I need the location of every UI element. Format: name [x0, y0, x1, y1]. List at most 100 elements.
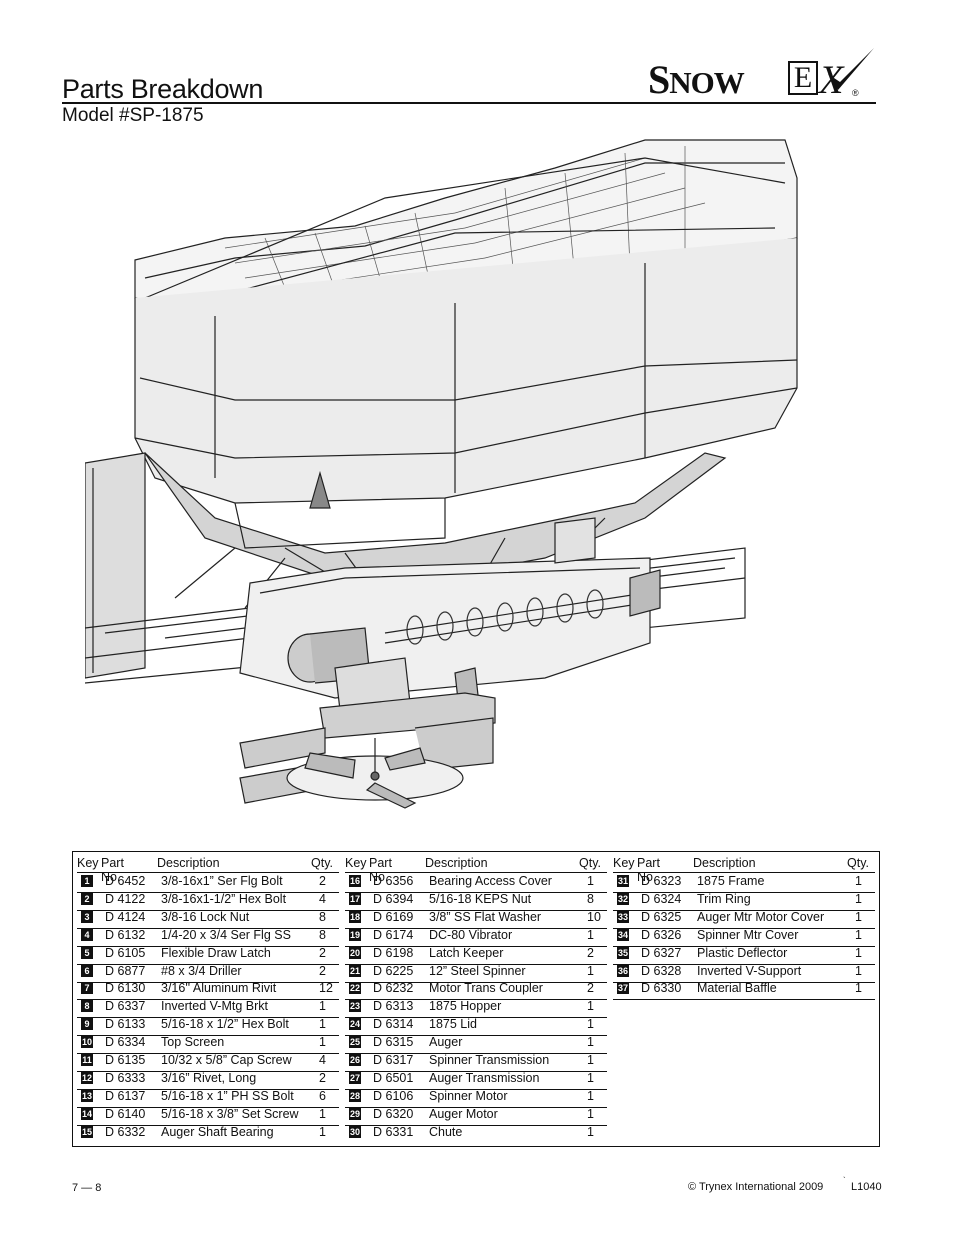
cell-desc: Bearing Access Cover: [429, 874, 552, 888]
row-divider: [613, 909, 875, 911]
cell-desc: Top Screen: [161, 1035, 225, 1050]
cell-desc: Latch Keeper: [429, 945, 504, 960]
row-divider: [613, 945, 875, 947]
cell-part: D 6317: [373, 1053, 414, 1067]
document-code: L1040: [851, 1181, 882, 1193]
row-divider: [77, 945, 339, 947]
cell-part: D 6169: [373, 909, 414, 924]
cell-part: D 6132: [105, 927, 146, 942]
key-badge: 35: [617, 946, 629, 959]
cell-part: D 6328: [641, 963, 682, 978]
cell-desc: Spinner Transmission: [429, 1053, 550, 1067]
logo-wordmark: SNOW: [648, 57, 745, 102]
cell-qty: 1: [855, 945, 862, 960]
key-badge: 34: [617, 928, 629, 941]
header-desc: Description: [157, 856, 220, 870]
cell-desc: Inverted V-Support: [697, 963, 802, 978]
cell-qty: 2: [319, 874, 326, 888]
checkmark-icon: [828, 48, 874, 90]
row-divider: [345, 981, 607, 983]
key-badge: 30: [349, 1125, 361, 1138]
row-divider: [77, 1035, 339, 1037]
key-badge: 37: [617, 982, 629, 995]
key-badge: 8: [81, 1000, 93, 1013]
cell-desc: Spinner Mtr Cover: [697, 927, 799, 942]
cell-desc: 3/8” SS Flat Washer: [429, 909, 542, 924]
row-divider: [345, 1088, 607, 1090]
cell-part: D 6327: [641, 945, 682, 960]
cell-part: D 6198: [373, 945, 414, 960]
key-badge: 12: [81, 1071, 93, 1084]
key-badge: 4: [81, 928, 93, 941]
cell-desc: Auger: [429, 1035, 463, 1050]
cell-part: D 4122: [105, 891, 146, 906]
cell-qty: 1: [855, 963, 862, 978]
cell-desc: Trim Ring: [697, 891, 751, 906]
cell-qty: 1: [587, 999, 594, 1014]
cell-qty: 1: [855, 981, 862, 996]
cell-desc: 1875 Frame: [697, 874, 765, 888]
key-badge: 14: [81, 1107, 93, 1120]
key-badge: 7: [81, 982, 93, 995]
row-divider: [345, 1124, 607, 1126]
cell-part: D 6133: [105, 1017, 146, 1032]
row-divider: [345, 1035, 607, 1037]
cell-qty: 1: [587, 963, 594, 978]
cell-qty: 1: [587, 1017, 594, 1032]
cell-qty: 1: [855, 909, 862, 924]
cell-desc: DC-80 Vibrator: [429, 927, 513, 942]
cell-qty: 8: [587, 891, 594, 906]
cell-qty: 1: [587, 1124, 594, 1139]
row-divider: [613, 981, 875, 983]
key-badge: 1: [81, 875, 93, 887]
cell-desc: 10/32 x 5/8” Cap Screw: [161, 1053, 292, 1067]
row-divider: [77, 999, 339, 1001]
cell-qty: 1: [587, 927, 594, 942]
cell-qty: 8: [319, 927, 326, 942]
cell-part: D 4124: [105, 909, 146, 924]
cell-desc: Auger Motor: [429, 1106, 498, 1121]
registered-mark: ®: [852, 88, 859, 98]
cell-desc: Auger Mtr Motor Cover: [697, 909, 825, 924]
cell-part: D 6877: [105, 963, 146, 978]
header-part: Part No.: [637, 856, 660, 884]
cell-part: D 6330: [641, 981, 682, 996]
cell-part: D 6106: [373, 1088, 414, 1103]
cell-qty: 1: [319, 1017, 326, 1032]
key-badge: 15: [81, 1125, 93, 1138]
key-badge: 3: [81, 910, 93, 923]
cell-qty: 2: [587, 981, 594, 996]
row-divider: [77, 1088, 339, 1090]
cell-desc: Chute: [429, 1124, 463, 1139]
key-badge: 28: [349, 1089, 361, 1102]
row-divider: [77, 909, 339, 911]
cell-desc: Spinner Motor: [429, 1088, 508, 1103]
header-divider: [613, 872, 875, 873]
header-rule: [62, 102, 876, 104]
key-badge: 13: [81, 1089, 93, 1102]
key-badge: 26: [349, 1054, 361, 1066]
row-divider: [345, 892, 607, 893]
spreader-exploded-drawing: [85, 139, 798, 809]
header-qty: Qty.: [311, 856, 333, 870]
cell-qty: 1: [587, 1088, 594, 1103]
cell-qty: 1: [319, 999, 326, 1014]
page-title: Parts Breakdown: [62, 74, 264, 104]
row-divider: [345, 1106, 607, 1108]
key-badge: 31: [617, 875, 629, 887]
cell-qty: 10: [587, 909, 601, 924]
row-divider: [77, 963, 339, 965]
cell-qty: 1: [319, 1106, 326, 1121]
header-key: Key: [77, 856, 99, 870]
